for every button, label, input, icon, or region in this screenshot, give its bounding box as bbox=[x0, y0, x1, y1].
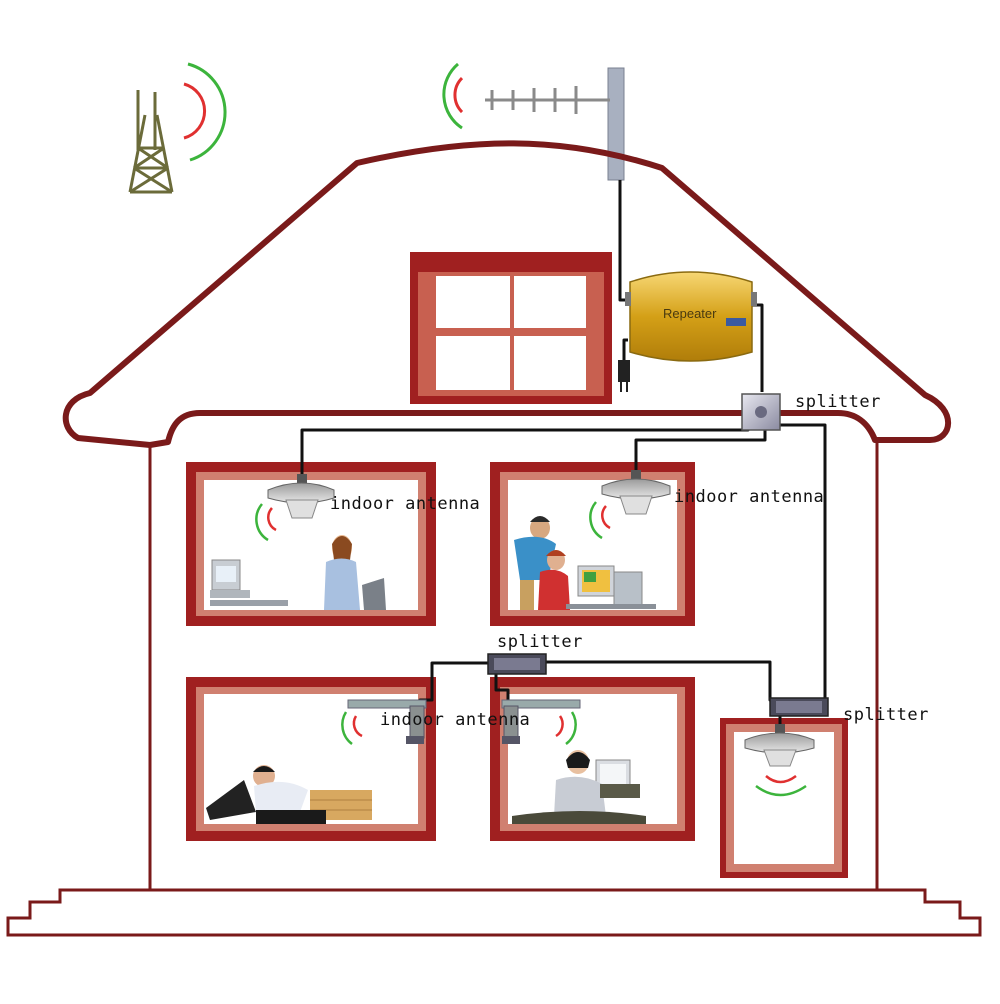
tower-signal-icon bbox=[183, 62, 227, 162]
splitter-device bbox=[741, 393, 781, 431]
indoor-antenna-label: indoor antenna bbox=[330, 494, 481, 514]
repeater-label: Repeater bbox=[663, 306, 717, 321]
cell-tower-icon bbox=[128, 90, 174, 194]
outdoor-signal-icon bbox=[442, 62, 464, 130]
call-center-woman-figure bbox=[512, 750, 646, 824]
panel-antenna-icon bbox=[501, 699, 581, 744]
ceiling-antenna-icon bbox=[267, 474, 335, 519]
splitter-device bbox=[487, 653, 547, 675]
ceiling-antenna-icon bbox=[601, 470, 671, 515]
indoor-antenna-label: indoor antenna bbox=[380, 710, 531, 730]
indoor-antenna-label: indoor antenna bbox=[674, 487, 825, 507]
power-plug-icon bbox=[618, 360, 630, 392]
house-walls bbox=[148, 442, 879, 890]
signal-waves-icon bbox=[255, 503, 277, 542]
house-base-steps bbox=[6, 888, 982, 937]
splitter-device bbox=[769, 697, 829, 717]
splitter-label: splitter bbox=[843, 705, 929, 725]
splitter-label: splitter bbox=[795, 392, 881, 412]
tired-worker-figure bbox=[206, 765, 372, 824]
outdoor-yagi-antenna-icon bbox=[485, 67, 625, 181]
panel-antenna-icon bbox=[347, 699, 427, 744]
ceiling-antenna-icon bbox=[744, 724, 815, 767]
splitter-label: splitter bbox=[497, 632, 583, 652]
signal-waves-icon bbox=[341, 711, 363, 746]
room-frame bbox=[490, 677, 695, 841]
house-roof bbox=[62, 140, 952, 448]
signal-waves-icon bbox=[555, 711, 577, 746]
attic-window bbox=[410, 252, 612, 404]
office-workers-figure bbox=[514, 516, 656, 610]
signal-waves-icon bbox=[589, 501, 611, 540]
repeater-device: Repeater bbox=[625, 271, 757, 362]
office-worker-woman-figure bbox=[210, 535, 386, 610]
signal-waves-icon bbox=[755, 774, 807, 797]
